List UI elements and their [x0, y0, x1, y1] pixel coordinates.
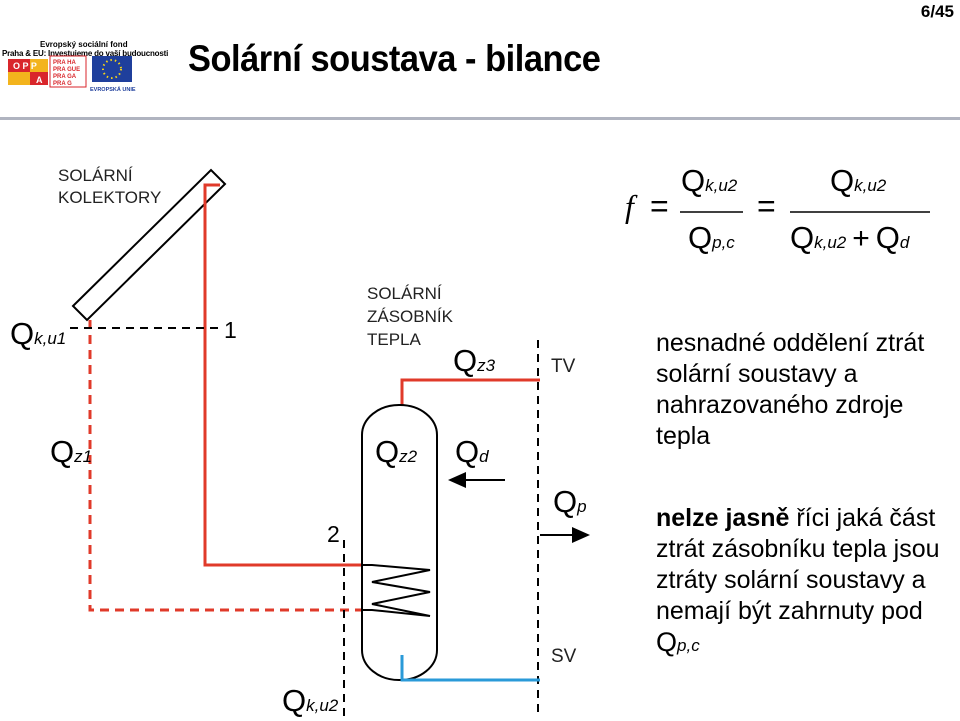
node-2-label: 2 — [327, 521, 340, 547]
formula-denominator-1: Qp,c — [688, 220, 735, 255]
tank-label-line2: ZÁSOBNÍK — [367, 307, 453, 326]
paragraph-2: nelze jasně říci jaká část ztrát zásobní… — [656, 504, 940, 657]
q-z1-label: Qz1 — [50, 434, 93, 469]
eu-flag-icon: EVROPSKÁ UNIE — [90, 56, 136, 93]
paragraph-2-symbol: Qp,c — [656, 627, 700, 657]
node-1-label: 1 — [224, 317, 237, 343]
q-p-label: Qp — [553, 484, 587, 519]
paragraph-1: nesnadné oddělení ztrát solární soustavy… — [656, 329, 925, 450]
logo-tile-prag: PRA G — [53, 81, 72, 87]
collector-label-line1: SOLÁRNÍ — [58, 166, 133, 185]
logo-tile-opp: O P P — [13, 61, 37, 71]
q-k-u1-label: Qk,u1 — [10, 316, 67, 351]
tank-label-line3: TEPLA — [367, 330, 421, 349]
q-z2-label: Qz2 — [375, 434, 418, 469]
cold-water-label: SV — [551, 646, 577, 667]
logo-tile-a: A — [36, 75, 43, 85]
return-pipe-dashed — [88, 320, 362, 612]
solar-collector — [71, 168, 227, 322]
oppa-logo: O P P A PRA HA PRA GUE PRA GA PRA G — [8, 55, 87, 88]
logo-tile-praha: PRA HA — [53, 60, 76, 66]
formula-numerator-1: Qk,u2 — [681, 163, 738, 198]
storage-tank — [361, 404, 438, 681]
q-z3-label: Qz3 — [453, 343, 496, 378]
logo-tile-praga: PRA GA — [53, 74, 77, 80]
logo-caption-fund: Evropský sociální fond — [40, 40, 128, 49]
supply-pipe — [203, 183, 540, 567]
hot-water-label: TV — [551, 356, 576, 377]
arrow-qd-icon — [448, 472, 505, 488]
page-number: 6/45 — [920, 2, 954, 21]
formula-f: f — [625, 188, 634, 224]
formula-numerator-2: Qk,u2 — [830, 163, 887, 198]
logo-caption-slogan: Praha & EU: Investujeme do vaší budoucno… — [2, 49, 169, 58]
slide-title: Solární soustava - bilance — [188, 38, 601, 79]
arrow-qp-icon — [540, 527, 590, 543]
formula-equals-2: = — [757, 188, 776, 224]
collector-label-line2: KOLEKTORY — [58, 188, 162, 207]
formula-equals-1: = — [650, 188, 669, 224]
q-d-label: Qd — [455, 434, 489, 469]
balance-boundaries — [70, 327, 539, 716]
tank-label-line1: SOLÁRNÍ — [367, 284, 442, 303]
cold-water-pipe — [400, 655, 540, 682]
formula-denominator-2: Qk,u2+Qd — [790, 220, 910, 255]
eu-label: EVROPSKÁ UNIE — [90, 86, 136, 93]
q-k-u2-label: Qk,u2 — [282, 683, 339, 718]
header-divider — [0, 117, 960, 120]
logo-tile-prague: PRA GUE — [53, 67, 80, 73]
